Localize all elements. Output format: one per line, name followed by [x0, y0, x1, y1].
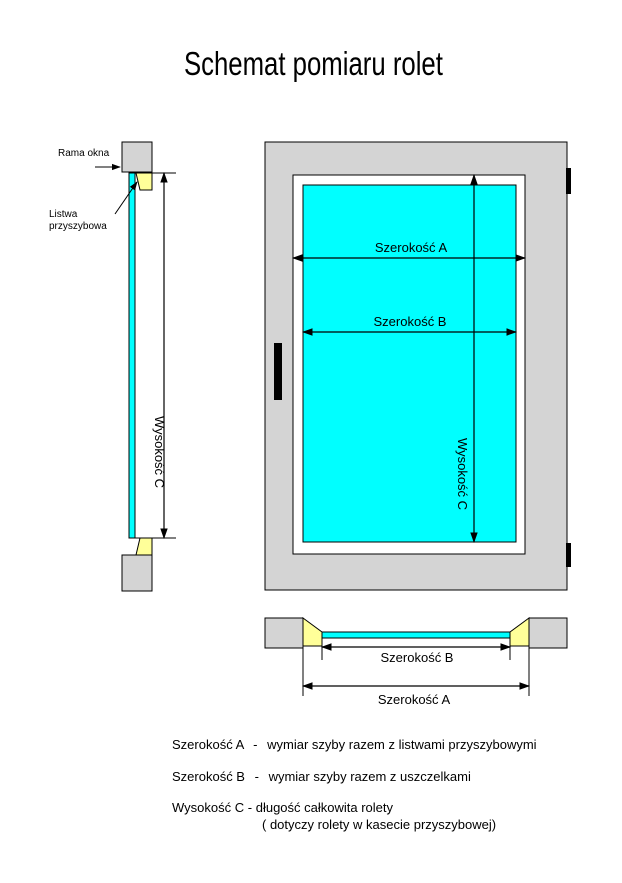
width-a-label-bottom: Szerokość A: [378, 692, 451, 707]
legend-term: Szerokość A: [172, 737, 244, 752]
bottom-section: Szerokość B Szerokość A: [264, 617, 568, 707]
legend-description: wymiar szyby razem z listwami przyszybow…: [267, 737, 537, 752]
section-glass: [321, 631, 511, 639]
width-b-label-bottom: Szerokość B: [381, 650, 454, 665]
legend-dash: -: [254, 769, 259, 784]
bead-label-line2: przyszybowa: [49, 221, 107, 232]
legend-item-height-c: Wysokość C - długość całkowita rolety: [172, 800, 393, 815]
width-b-label-front: Szerokość B: [374, 314, 447, 329]
legend-item-width-b: Szerokość B - wymiar szyby razem z uszcz…: [172, 769, 471, 784]
section-frame-right: [528, 617, 568, 649]
side-section: Rama okna Listwa przyszybowa Wysokość C: [49, 141, 176, 592]
legend-dash: -: [247, 800, 253, 815]
width-a-label-front: Szerokość A: [375, 240, 448, 255]
bead-pointer: [114, 181, 138, 215]
bead-top: [135, 172, 153, 191]
legend-term: Wysokość C: [172, 800, 245, 815]
side-glass: [128, 172, 136, 539]
section-frame-left: [264, 617, 304, 649]
frame-top-block: [121, 141, 153, 173]
legend-description: długość całkowita rolety: [255, 800, 394, 815]
legend-dash: -: [253, 737, 258, 752]
frame-label: Rama okna: [58, 148, 110, 159]
height-c-label-front: Wysokość C: [455, 438, 470, 510]
glass-pane: [302, 184, 517, 543]
diagram-title: Schemat pomiaru rolet: [183, 45, 443, 82]
legend-description: wymiar szyby razem z uszczelkami: [268, 769, 471, 784]
height-c-label-side: Wysokość C: [152, 416, 167, 488]
legend-item-width-a: Szerokość A - wymiar szyby razem z listw…: [172, 737, 537, 752]
section-bead-left: [302, 617, 323, 647]
bead-bottom: [135, 537, 153, 556]
frame-bottom-block: [121, 554, 153, 592]
hinge-top: [566, 168, 571, 194]
hinge-bottom: [566, 543, 571, 567]
bead-label-line1: Listwa: [49, 209, 78, 220]
window-front: Szerokość A Szerokość B Wysokość C: [264, 141, 571, 591]
section-bead-right: [509, 617, 530, 647]
legend-note: ( dotyczy rolety w kasecie przyszybowej): [262, 817, 497, 832]
window-handle: [274, 343, 282, 400]
legend-term: Szerokość B: [172, 769, 245, 784]
